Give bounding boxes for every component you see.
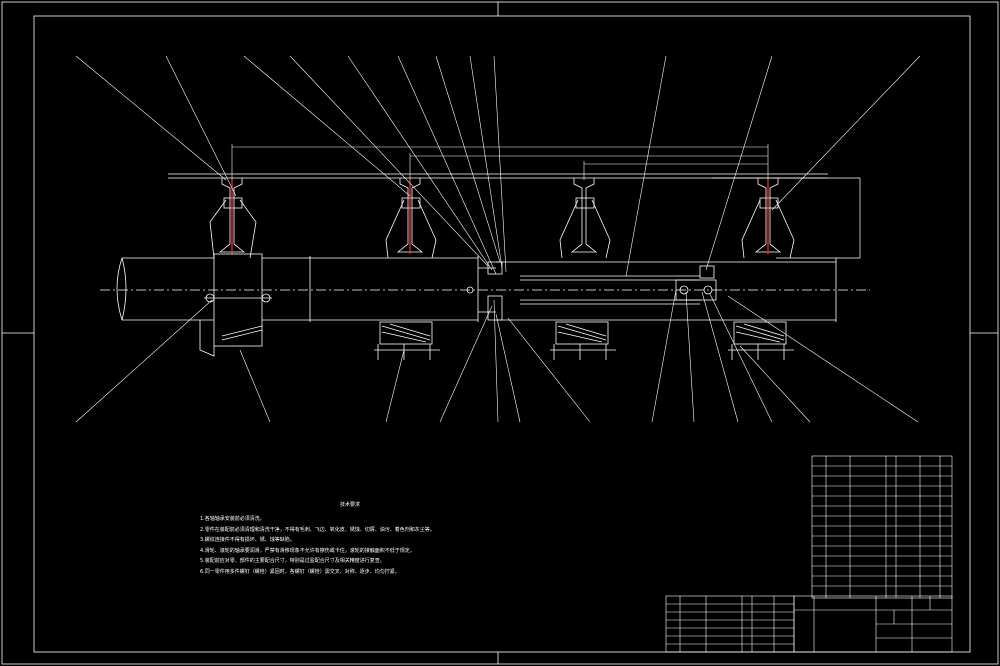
technical-note-5: 5.装配前应对零、部件的主要配合尺寸，特别是过盈配合尺寸及相关精度进行复查。 — [200, 558, 385, 564]
technical-note-4: 4.滑轮、滚轮的轴承要润滑，严禁有滑移现象不允许有擦伤或卡住，滚轮的接触面积不低… — [200, 547, 415, 554]
rail-hanger-2 — [385, 178, 437, 259]
rail-hanger-3 — [559, 178, 611, 259]
technical-note-1: 1.各轴轴承安装前必须清洗。 — [200, 516, 265, 522]
technical-notes: 1.各轴轴承安装前必须清洗。 2.零件在装配前必须清理和清洗干净，不得有毛刺、飞… — [200, 500, 520, 577]
rail-hanger-1 — [209, 178, 257, 259]
support-shoe-1 — [374, 321, 440, 360]
technical-note-2: 2.零件在装配前必须清理和清洗干净，不得有毛刺、飞边、氧化皮、锈蚀、切屑、油污、… — [200, 526, 435, 533]
main-pipe — [100, 256, 870, 322]
ceiling-beam — [168, 173, 861, 259]
coupling-joint — [466, 261, 717, 321]
support-shoe-2 — [550, 321, 616, 360]
leader-lines-top — [75, 55, 921, 277]
support-shoe-3 — [728, 321, 794, 360]
technical-notes-title: 技术要求 — [340, 502, 361, 508]
dimension-lines — [231, 144, 769, 180]
technical-note-3: 3.螺纹连接件不得有损坏、锈、蚀等缺陷。 — [200, 537, 295, 543]
rail-hanger-4 — [741, 178, 795, 259]
pipe-clamp-left — [199, 253, 272, 357]
title-block — [793, 595, 953, 653]
technical-note-6: 6.同一零件用多件螺钉（螺栓）紧固时，各螺钉（螺栓）需交叉、对称、逐步、均匀拧紧… — [200, 568, 400, 575]
parts-table — [811, 455, 953, 599]
leader-lines-bottom — [75, 289, 919, 423]
parts-table-lower — [665, 595, 795, 653]
